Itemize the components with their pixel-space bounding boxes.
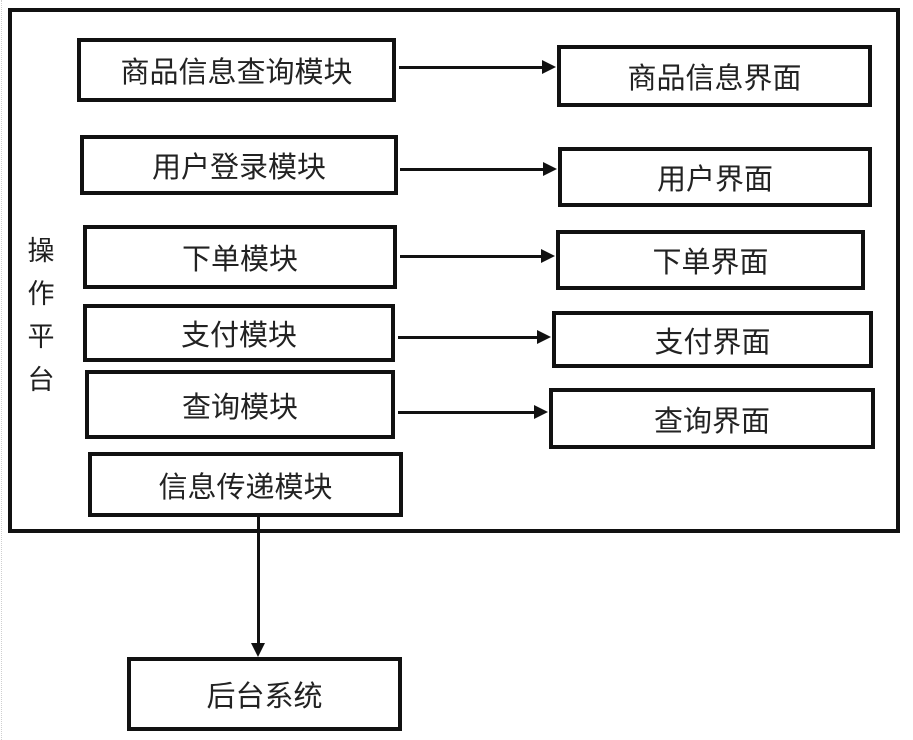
operation-platform-label: 操作平台 [27, 236, 55, 396]
backend-system-label: 后台系统 [206, 679, 323, 713]
module-label-user-login: 用户登录模块 [151, 150, 326, 184]
interface-label-query: 查询界面 [653, 403, 770, 438]
interface-label-product-info: 商品信息界面 [627, 61, 802, 95]
interface-label-payment: 支付界面 [654, 324, 771, 359]
module-box-place-order: 下单模块 [83, 225, 397, 289]
module-label-place-order: 下单模块 [181, 242, 298, 276]
module-label-query: 查询模块 [181, 389, 298, 424]
interface-box-place-order: 下单界面 [556, 230, 865, 290]
arrow-payment-to-interface [398, 330, 551, 344]
interface-label-place-order: 下单界面 [652, 245, 769, 279]
module-label-product-info-query: 商品信息查询模块 [120, 55, 353, 89]
arrow-info-transfer-to-backend [251, 517, 265, 657]
interface-box-product-info: 商品信息界面 [557, 45, 872, 107]
arrow-product-info-query-to-interface [399, 60, 556, 74]
module-box-payment: 支付模块 [83, 304, 395, 362]
module-label-info-transfer: 信息传递模块 [158, 469, 333, 504]
module-box-user-login: 用户登录模块 [80, 135, 398, 195]
arrow-query-to-interface [398, 405, 548, 419]
module-label-payment: 支付模块 [180, 318, 297, 352]
interface-box-query: 查询界面 [549, 388, 875, 449]
interface-box-user: 用户界面 [558, 147, 872, 207]
module-box-query: 查询模块 [85, 370, 395, 439]
module-box-product-info-query: 商品信息查询模块 [77, 38, 396, 102]
interface-label-user: 用户界面 [656, 162, 773, 196]
arrow-place-order-to-interface [400, 249, 555, 263]
module-box-info-transfer: 信息传递模块 [88, 452, 403, 517]
arrow-user-login-to-interface [400, 162, 557, 176]
interface-box-payment: 支付界面 [552, 311, 873, 368]
backend-system-box: 后台系统 [127, 657, 402, 731]
